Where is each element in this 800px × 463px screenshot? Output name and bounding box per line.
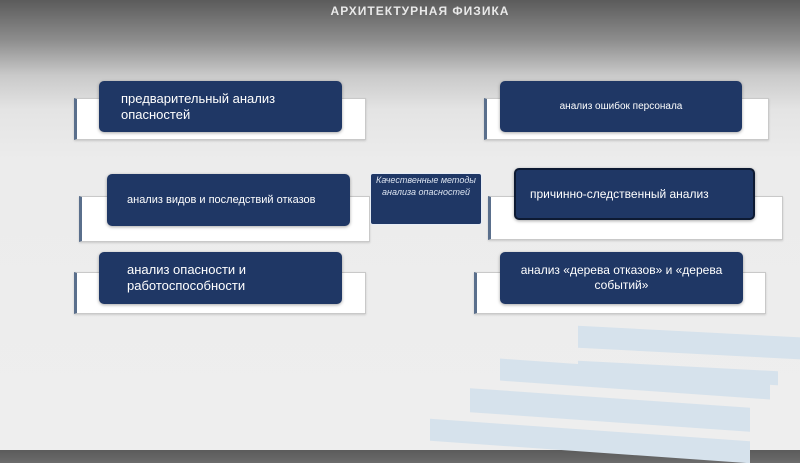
node-human-error-label: анализ ошибок персонала (559, 101, 683, 112)
node-fault-tree-label: анализ «дерева отказов» и «дерева событи… (520, 263, 723, 292)
slide-title: АРХИТЕКТУРНАЯ ФИЗИКА (330, 4, 510, 18)
node-cause-effect: причинно-следственный анализ (514, 168, 755, 220)
node-failure-modes: анализ видов и последствий отказов (107, 174, 350, 226)
node-cause-effect-label: причинно-следственный анализ (530, 186, 709, 201)
node-fault-event-tree: анализ «дерева отказов» и «дерева событи… (500, 252, 743, 304)
node-preliminary-label: предварительный анализ опасностей (121, 90, 276, 122)
node-failure-modes-label: анализ видов и последствий отказов (127, 194, 316, 206)
node-human-error: анализ ошибок персонала (500, 81, 742, 132)
node-hazard-operability: анализ опасности и работоспособности (99, 252, 342, 304)
node-preliminary-analysis: предварительный анализ опасностей (99, 81, 342, 132)
center-label: Качественные методы анализа опасностей (376, 175, 476, 197)
decor-stripe-1 (578, 325, 800, 361)
center-qualitative-methods: Качественные методы анализа опасностей (370, 173, 482, 225)
node-hazard-label: анализ опасности и работоспособности (127, 262, 247, 293)
